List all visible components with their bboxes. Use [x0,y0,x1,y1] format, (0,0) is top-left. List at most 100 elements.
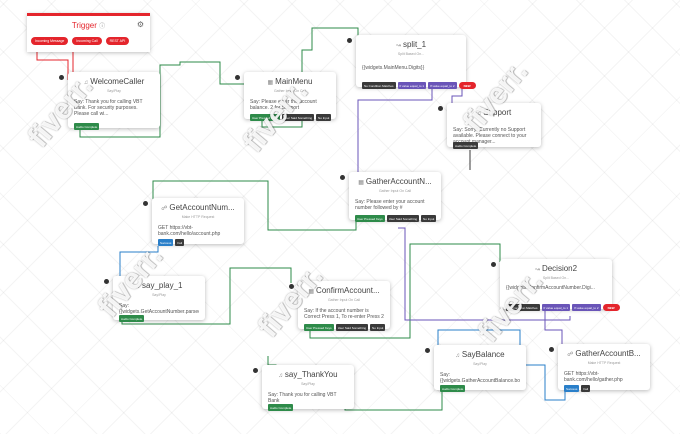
node-decision-2[interactable]: ↝Decision2 Split Based On... {{widgets.C… [491,259,620,311]
node-title: ☍GatherAccountB... [567,349,641,358]
speaker-icon: ♫ [278,373,283,379]
wire-decision-gather [398,227,571,321]
speaker-icon: ♫ [476,111,482,117]
node-handle[interactable] [340,175,345,180]
node-handle[interactable] [549,347,554,352]
node-gather-account-balance[interactable]: ☍GatherAccountB... Make HTTP Request GET… [549,344,650,392]
node-title: ♫say_play_1 [135,281,183,290]
node-confirm-account-number[interactable]: ▦ConfirmAccount... Gather Input On Call … [289,281,390,331]
keypad-icon: ▦ [308,289,315,295]
http-icon: ☍ [161,206,168,212]
node-gather-account-number[interactable]: ▦GatherAccountN... Gather Input On Call … [340,172,441,222]
new-transition-button[interactable]: NEW [458,82,476,89]
transition-audio-complete[interactable]: Audio Complete [119,315,145,322]
transition-speech[interactable]: User Said Something [335,324,369,331]
node-welcome-caller[interactable]: ♫WelcomeCaller Say/Play Say: Thank you f… [59,72,160,130]
node-title: ♫SayBalance [455,350,505,359]
speaker-icon: ♫ [455,353,460,359]
wire-getacct-sayplay [119,246,159,279]
wire-split-support [451,88,463,104]
transition-no-input[interactable]: No Input [316,114,332,121]
node-type: Say/Play [107,89,121,93]
wire-welcome-mainmenu [79,61,248,138]
node-body: {{widgets.ConfirmAccountNumber.Digi... [506,285,595,291]
new-transition-button[interactable]: NEW [602,304,620,311]
transition-keys[interactable]: User Pressed Keys [355,215,385,222]
node-handle[interactable] [143,201,148,206]
node-type: Make HTTP Request [587,361,621,365]
split-icon: ↝ [534,267,540,273]
node-title: ♫Support [476,108,512,117]
transition-speech[interactable]: User Said Something [281,114,315,121]
transition-no-match[interactable]: No Condition Matches [362,82,396,89]
node-type: Gather Input On Call [327,298,361,302]
node-title: ↝split_1 [395,40,427,49]
node-body: Say: Please enter the account balance. 2… [250,99,317,111]
node-handle[interactable] [253,368,258,373]
node-body: Say: Please enter your account number fo… [355,199,425,211]
node-title: ▦ConfirmAccount... [308,286,380,295]
transition-no-input[interactable]: No Input [421,215,437,222]
transition-fail[interactable]: Fail [581,385,591,392]
trigger-node[interactable]: Trigger ⓘ ⚙ Incoming Message Incoming Ca… [27,13,150,52]
node-title: ▦MainMenu [267,77,313,86]
node-title: ♫WelcomeCaller [83,77,145,86]
node-handle[interactable] [59,75,64,80]
wire-trigger-welcome [36,47,69,80]
split-icon: ↝ [395,43,401,49]
transition-no-match[interactable]: No Condition Matches [506,304,540,311]
node-main-menu[interactable]: ▦MainMenu Gather Input On Call Say: Plea… [235,72,336,121]
wire-sayplay-confirm [121,267,292,325]
wire-confirm-decision [309,243,501,339]
transition-value-1[interactable]: If value equal_to 1 [397,82,427,89]
transition-no-input[interactable]: No Input [370,324,386,331]
transition-audio-complete[interactable]: Audio Complete [453,142,479,149]
transition-value-1[interactable]: If value equal_to 1 [541,304,571,311]
node-body: GET https://vbt-bank.com/hello/account.p… [158,225,221,237]
trigger-chip-rest-api[interactable]: REST API [105,37,130,45]
gear-icon[interactable]: ⚙ [136,20,144,29]
node-type: Gather Input On Call [378,189,412,193]
node-handle[interactable] [347,38,352,43]
node-body: Say: If the account number is Correct Pr… [304,308,384,320]
node-say-play-1[interactable]: ♫say_play_1 Say/Play Say: {{widgets.GetA… [104,276,205,322]
node-type: Say/Play [473,362,487,366]
node-body: Say: Thank you for calling VBT Bank [268,392,337,404]
transition-speech[interactable]: User Said Something [386,215,420,222]
node-say-balance[interactable]: ♫SayBalance Say/Play Say: {{widgets.Gath… [425,345,526,392]
node-handle[interactable] [235,75,240,80]
node-handle[interactable] [289,284,294,289]
transition-keys[interactable]: User Pressed Keys [304,324,334,331]
node-handle[interactable] [491,262,496,267]
transition-value-2[interactable]: If value equal_to 2 [572,304,601,311]
transition-success[interactable]: Success [564,385,580,392]
transition-audio-complete[interactable]: Audio Complete [268,404,294,411]
node-support[interactable]: ♫Support Say: Sorry! Currently no Suppor… [438,103,541,149]
node-handle[interactable] [438,106,443,111]
trigger-chip-incoming-call[interactable]: Incoming Call [72,37,102,45]
node-handle[interactable] [425,348,430,353]
node-get-account-number[interactable]: ☍GetAccountNum... Make HTTP Request GET … [143,198,244,246]
transition-keys[interactable]: User Pressed Keys [250,114,280,121]
trigger-chip-incoming-message[interactable]: Incoming Message [31,37,69,45]
node-body: GET https://vbt-bank.com/hello/gather.ph… [564,371,623,383]
node-handle[interactable] [104,279,109,284]
speaker-icon: ♫ [83,80,89,86]
node-say-thank-you[interactable]: ♫say_ThankYou Say/Play Say: Thank you fo… [253,365,354,411]
transition-audio-complete[interactable]: Audio Complete [440,385,466,392]
node-body: Say: Thank you for calling VBT Bank. For… [74,99,143,117]
transition-success[interactable]: Success [158,239,174,246]
http-icon: ☍ [567,352,574,358]
transition-value-2[interactable]: If value equal_to 2 [428,82,457,89]
transition-fail[interactable]: Fail [175,239,185,246]
node-title: ▦GatherAccountN... [358,177,432,186]
node-title: ☍GetAccountNum... [161,203,235,212]
keypad-icon: ▦ [267,80,274,86]
node-type: Say/Play [152,293,166,297]
node-type: Split Based On... [397,52,425,56]
node-split[interactable]: ↝split_1 Split Based On... {{widgets.Mai… [347,35,476,89]
transition-audio-complete[interactable]: Audio Complete [74,123,100,130]
wire-gatherbal-saybal [437,329,566,401]
